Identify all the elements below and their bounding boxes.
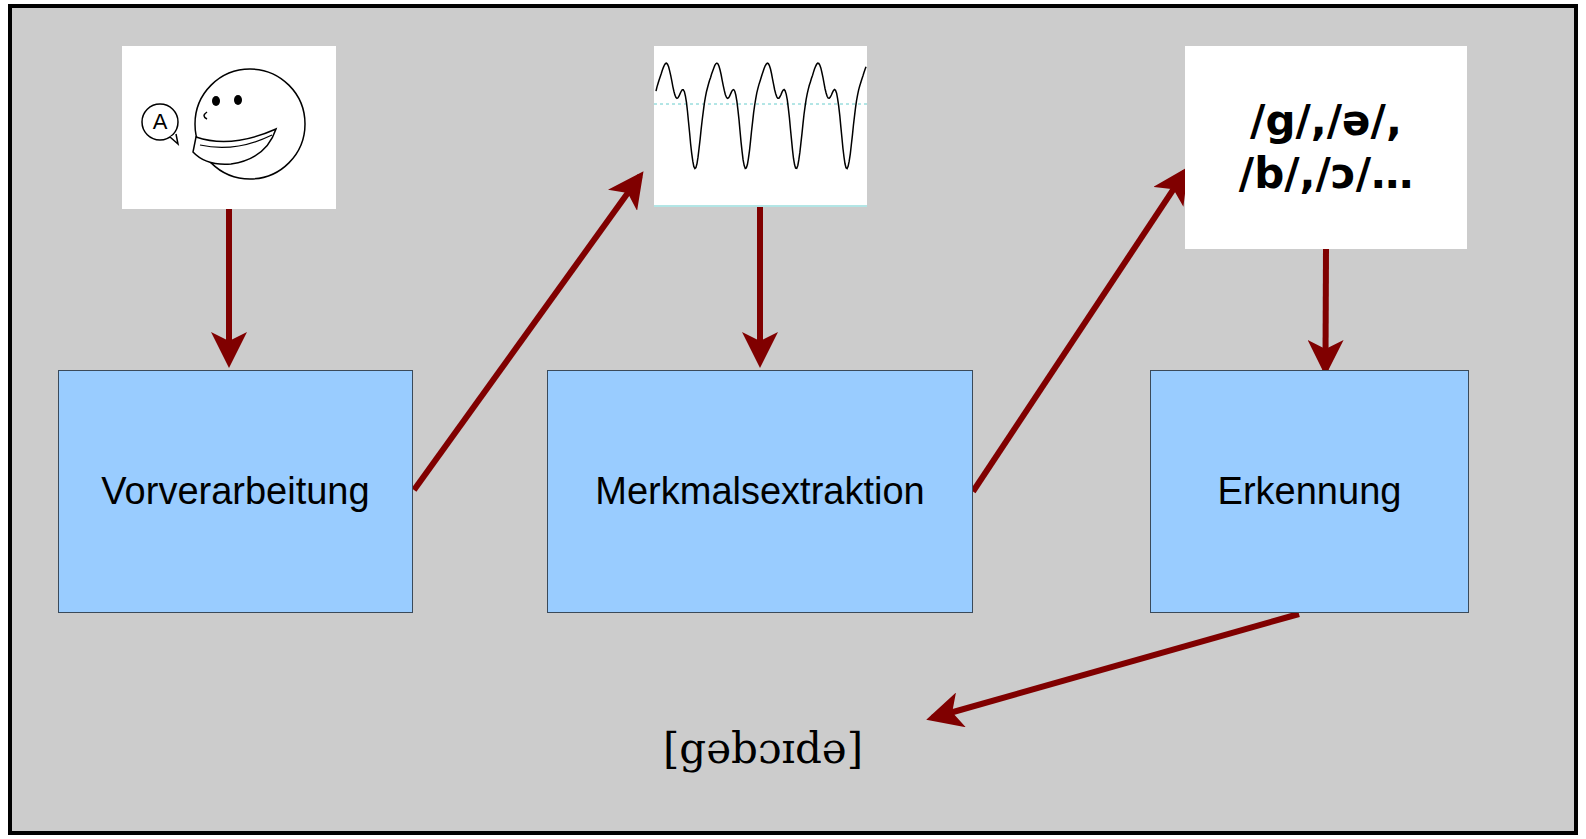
box-label: Vorverarbeitung xyxy=(101,470,369,513)
box-label: Merkmalsextraktion xyxy=(595,470,924,513)
process-box: Merkmalsextraktion xyxy=(547,370,973,613)
waveform-image xyxy=(654,46,867,207)
flow-arrow xyxy=(1322,249,1329,370)
speaker-illustration xyxy=(122,46,336,209)
box-label: Erkennung xyxy=(1218,470,1402,513)
output-transcription: [gəbɔɪdə] xyxy=(663,724,863,773)
process-box: Erkennung xyxy=(1150,370,1469,613)
speech-letter: A xyxy=(153,109,168,135)
phoneme-box: /g/,/ə/, /b/,/ɔ/… xyxy=(1185,46,1467,249)
process-box: Vorverarbeitung xyxy=(58,370,413,613)
box-label: /g/,/ə/, /b/,/ɔ/… xyxy=(1231,95,1421,200)
